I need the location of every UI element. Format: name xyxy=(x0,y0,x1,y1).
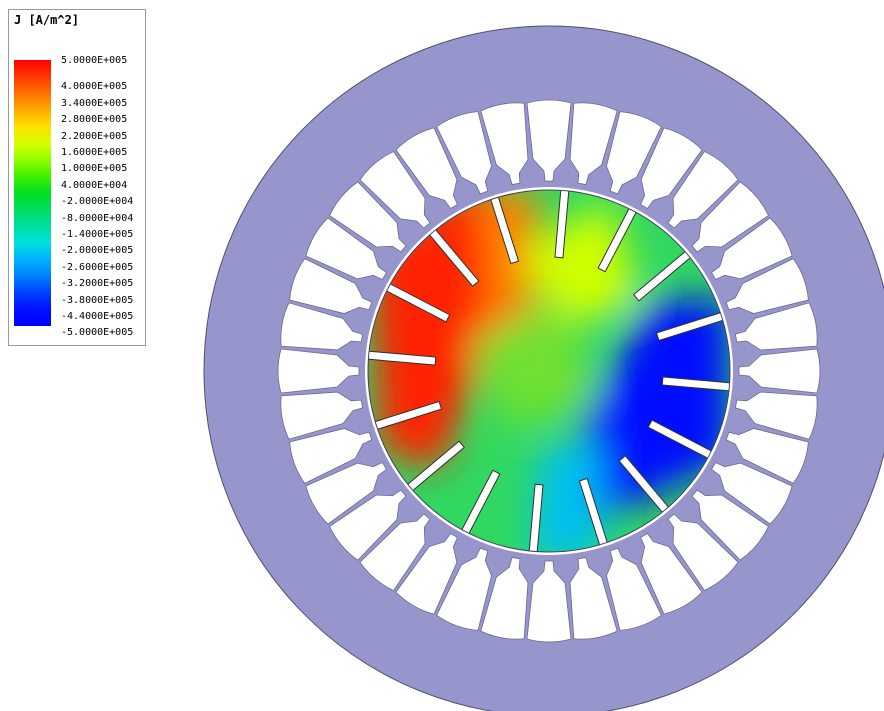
stator-slot xyxy=(329,489,407,561)
stator-slot xyxy=(667,151,739,229)
legend-tick-label: -1.4000E+005 xyxy=(61,229,134,240)
stator-slot xyxy=(526,560,572,643)
stator-slot xyxy=(725,258,809,314)
stator-slot xyxy=(725,428,809,484)
stator-slot xyxy=(359,513,431,591)
stator-slot xyxy=(640,127,703,209)
stator-slot xyxy=(359,151,431,229)
rotor-outline xyxy=(367,189,731,553)
stator-slot xyxy=(305,217,387,280)
stator-slot xyxy=(667,513,739,591)
legend-colorbar xyxy=(14,60,51,326)
field-region-low-cyan xyxy=(530,440,600,552)
stator-slot xyxy=(480,556,529,640)
stator-slot xyxy=(436,111,492,195)
legend-tick-label: 2.8000E+005 xyxy=(61,114,128,126)
stator-slot xyxy=(734,391,818,440)
legend-tick-label: -3.2000E+005 xyxy=(61,278,134,290)
legend-tick-label: 4.0000E+005 xyxy=(61,81,128,93)
legend-tick-label: -2.0000E+004 xyxy=(61,196,134,208)
legend-tick-label: -8.0000E+004 xyxy=(61,212,134,224)
legend-title: J [A/m^2] xyxy=(14,13,80,27)
stator-slot xyxy=(280,302,364,351)
field-region-center xyxy=(470,300,600,430)
legend-tick-label: 4.0000E+004 xyxy=(61,179,128,191)
stator-slot xyxy=(691,181,769,253)
rotor-bar-slot xyxy=(554,190,570,259)
stator-slot xyxy=(436,547,492,631)
stator-slot xyxy=(738,348,821,394)
field-region-low xyxy=(580,300,730,520)
legend-tick-label: -4.4000E+005 xyxy=(61,311,134,322)
stator-slot xyxy=(395,127,458,209)
stator-slot xyxy=(289,428,373,484)
legend-tick-label: 1.6000E+005 xyxy=(61,147,128,158)
stator-slot xyxy=(305,462,387,525)
stator-slot xyxy=(329,181,407,253)
stator-slot xyxy=(711,217,793,280)
legend-tick-label: -2.0000E+005 xyxy=(61,245,134,257)
stator-slot xyxy=(640,533,703,615)
stator-slot xyxy=(289,258,373,314)
stator-slot xyxy=(480,102,529,186)
stator-slot xyxy=(569,102,618,186)
rotor-bar-slot xyxy=(368,350,437,366)
stator-slot xyxy=(734,302,818,351)
stator-slot xyxy=(280,391,364,440)
legend[interactable]: J [A/m^2] 5.0000E+005 4.0000E+005 3.4000E+… xyxy=(8,9,146,346)
stator-slot xyxy=(691,489,769,561)
legend-tick-label: -3.8000E+005 xyxy=(61,294,134,306)
stator-slot xyxy=(277,348,360,394)
rotor-bar-slot xyxy=(661,376,730,392)
stator-slot xyxy=(606,547,662,631)
stator-slot xyxy=(569,556,618,640)
legend-tick-label: -5.0000E+005 xyxy=(61,327,134,339)
stator-slot xyxy=(395,533,458,615)
legend-tick-label: 1.0000E+005 xyxy=(61,163,128,175)
legend-tick-label: 5.0000E+005 xyxy=(61,55,128,66)
stator-slot xyxy=(711,462,793,525)
legend-tick-label: -2.6000E+005 xyxy=(61,261,134,273)
rotor-bar-slot xyxy=(528,483,544,552)
legend-tick-label: 3.4000E+005 xyxy=(61,97,128,109)
stator-slot xyxy=(606,111,662,195)
legend-tick-label: 2.2000E+005 xyxy=(61,130,128,142)
field-region-mid-yellow xyxy=(520,200,640,330)
stator-slot xyxy=(526,99,572,182)
